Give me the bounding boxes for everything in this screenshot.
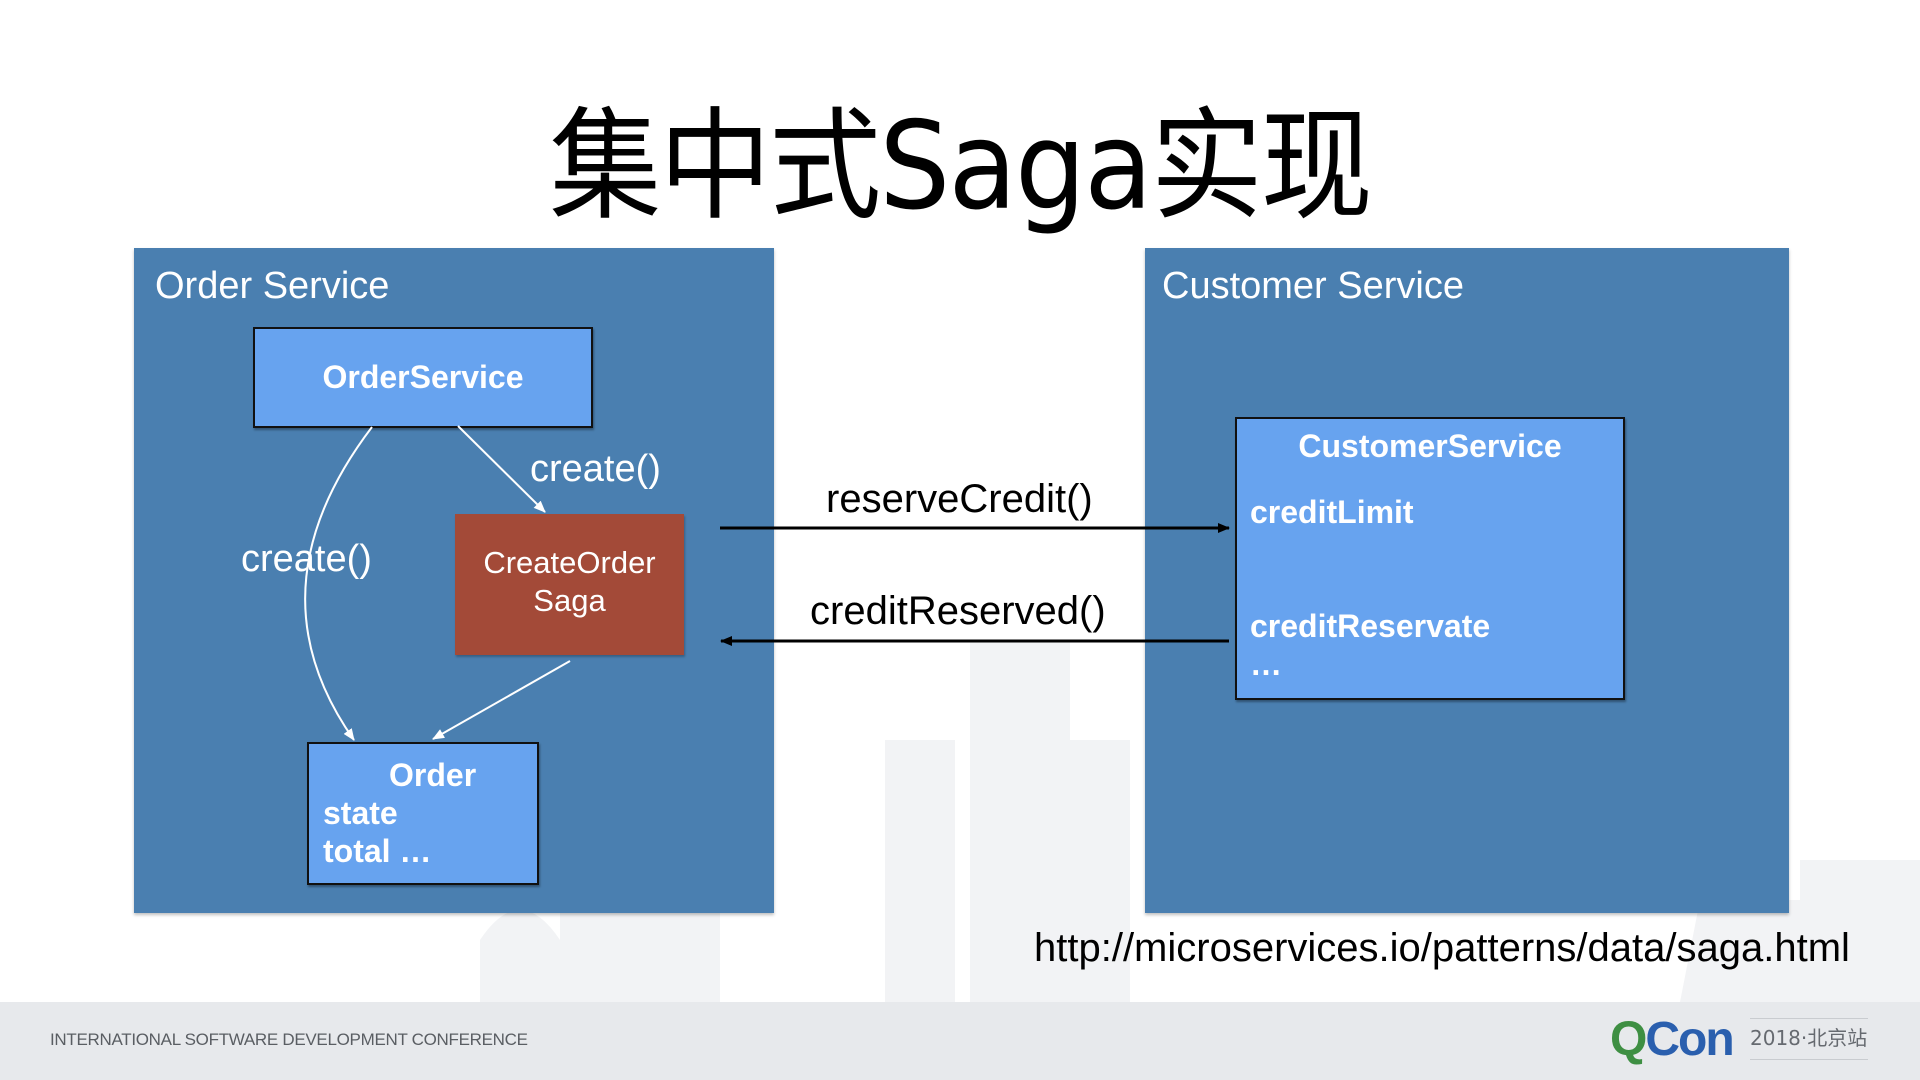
- order-entity[interactable]: Order state total …: [307, 742, 539, 885]
- reference-url[interactable]: http://microservices.io/patterns/data/sa…: [1034, 926, 1850, 970]
- order-service-panel-label: Order Service: [155, 265, 390, 307]
- qcon-logo-q: Q: [1610, 1013, 1647, 1066]
- customer-field-credit-reservate: creditReservate: [1250, 608, 1491, 644]
- customer-service-component[interactable]: CustomerService creditLimit creditReserv…: [1235, 417, 1625, 700]
- customer-service-panel-label: Customer Service: [1162, 265, 1464, 307]
- conference-name: INTERNATIONAL SOFTWARE DEVELOPMENT CONFE…: [50, 1030, 528, 1049]
- create-order-saga[interactable]: CreateOrder Saga: [455, 514, 684, 655]
- order-field-total: total …: [323, 833, 432, 869]
- order-service-component[interactable]: OrderService: [253, 327, 593, 428]
- conference-edition: 2018·北京站: [1750, 1018, 1868, 1060]
- slide-title: 集中式Saga实现: [549, 96, 1372, 238]
- customer-field-more: …: [1250, 646, 1282, 682]
- qcon-logo: QCon: [1610, 1012, 1735, 1068]
- order-entity-title: Order: [389, 757, 477, 793]
- reserve-credit-label: reserveCredit(): [826, 477, 1093, 521]
- footer-bar: [0, 1002, 1920, 1080]
- order-field-state: state: [323, 795, 398, 831]
- qcon-logo-con: Con: [1645, 1013, 1734, 1066]
- credit-reserved-label: creditReserved(): [810, 589, 1106, 633]
- create-order-edge-label: create(): [241, 538, 372, 580]
- saga-title-line2: Saga: [533, 583, 606, 618]
- saga-title-line1: CreateOrder: [483, 545, 656, 580]
- customer-field-credit-limit: creditLimit: [1250, 494, 1414, 530]
- create-saga-edge-label: create(): [530, 448, 661, 490]
- order-service-component-title: OrderService: [322, 359, 524, 395]
- customer-service-component-title: CustomerService: [1298, 428, 1562, 464]
